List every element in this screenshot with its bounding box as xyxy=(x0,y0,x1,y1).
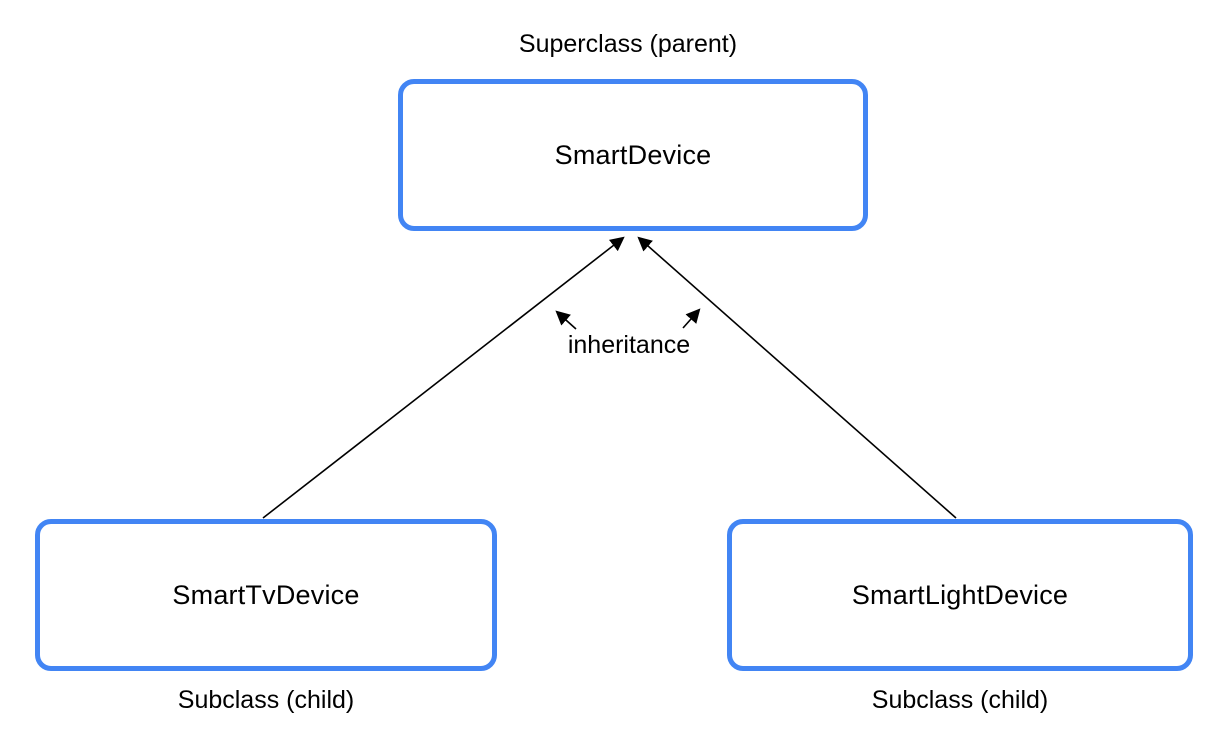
superclass-caption: Superclass (parent) xyxy=(518,30,738,58)
inheritance-arrow-left xyxy=(262,236,625,519)
class-name-smartlightdevice: SmartLightDevice xyxy=(851,579,1069,610)
class-box-smarttvdevice: SmartTvDevice xyxy=(35,519,497,671)
class-name-smartdevice: SmartDevice xyxy=(554,139,712,170)
class-box-smartdevice: SmartDevice xyxy=(398,79,868,231)
inheritance-label: inheritance xyxy=(567,331,691,359)
annotation-arrow-left xyxy=(555,310,577,330)
class-name-smarttvdevice: SmartTvDevice xyxy=(172,579,360,610)
subclass-left-caption: Subclass (child) xyxy=(177,686,355,714)
subclass-right-caption: Subclass (child) xyxy=(871,686,1049,714)
class-box-smartlightdevice: SmartLightDevice xyxy=(727,519,1193,671)
inheritance-arrow-right xyxy=(637,236,957,519)
annotation-arrow-right xyxy=(682,308,701,329)
